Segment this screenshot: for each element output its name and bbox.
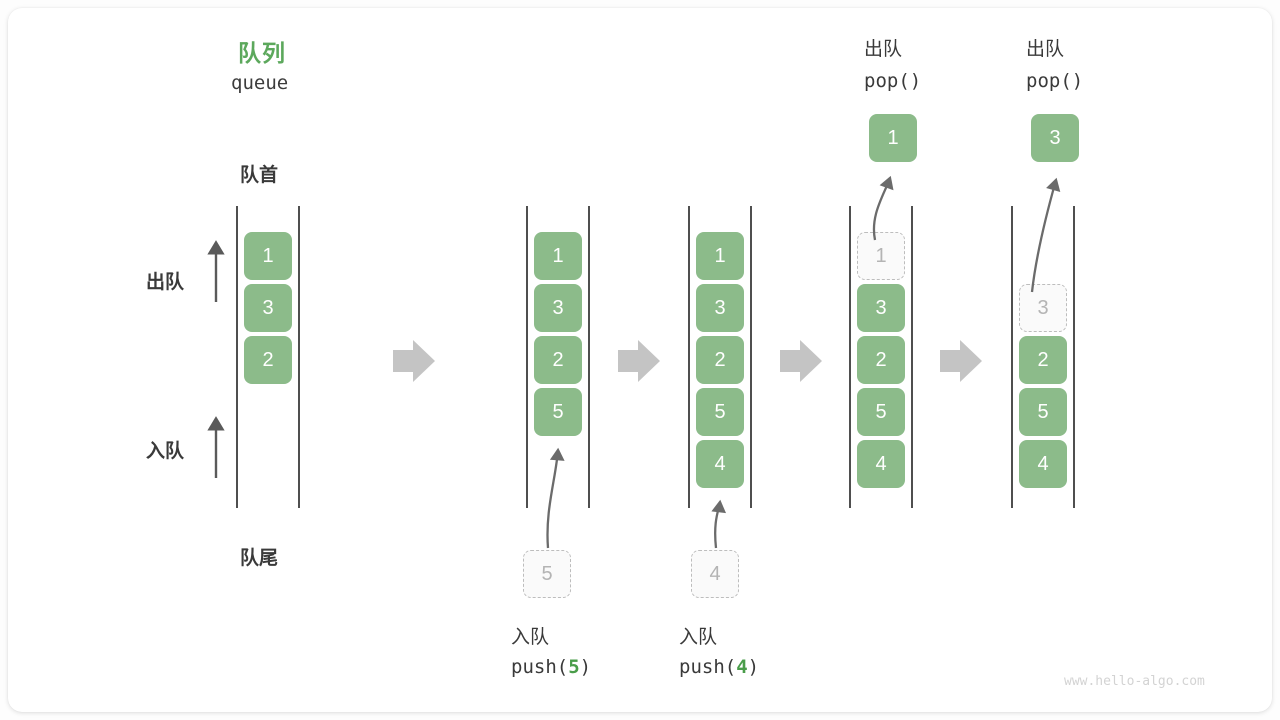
queue-title-en: queue — [231, 72, 289, 94]
queue-title-cn: 队列 — [238, 40, 286, 66]
ghost-cell-push: 4 — [691, 550, 739, 598]
queue-cell: 3 — [244, 284, 292, 332]
ghost-cell-popped: 3 — [1019, 284, 1067, 332]
queue-cell: 1 — [696, 232, 744, 280]
push-op-arg: 4 — [736, 656, 748, 678]
queue-cell: 3 — [534, 284, 582, 332]
pop-op-cn: 出队 — [1026, 39, 1065, 60]
queue-rail-right — [1073, 206, 1075, 508]
queue-cell: 4 — [1019, 440, 1067, 488]
queue-cell-new: 4 — [696, 440, 744, 488]
push-op-cn: 入队 — [679, 627, 718, 648]
dequeue-label: 出队 — [146, 272, 185, 293]
front-label: 队首 — [240, 165, 279, 186]
ghost-cell-popped: 1 — [857, 232, 905, 280]
queue-cell: 2 — [244, 336, 292, 384]
diagram-card — [8, 8, 1272, 712]
push-op-cn: 入队 — [511, 627, 550, 648]
pop-op-cn: 出队 — [864, 39, 903, 60]
push-op-code: push(4) — [679, 656, 759, 678]
push-op-code: push(5) — [511, 656, 591, 678]
push-op-suffix: ) — [747, 656, 760, 678]
push-op-prefix: push( — [679, 656, 737, 678]
pop-op-code: pop() — [864, 70, 922, 92]
push-op-prefix: push( — [511, 656, 569, 678]
queue-cell: 3 — [857, 284, 905, 332]
queue-cell: 1 — [244, 232, 292, 280]
queue-cell: 1 — [534, 232, 582, 280]
queue-cell: 2 — [857, 336, 905, 384]
queue-rail-left — [688, 206, 690, 508]
push-op-arg: 5 — [568, 656, 580, 678]
popped-value-cell: 3 — [1031, 114, 1079, 162]
watermark: www.hello-algo.com — [1064, 674, 1205, 689]
queue-cell: 2 — [696, 336, 744, 384]
queue-cell: 4 — [857, 440, 905, 488]
ghost-cell-push: 5 — [523, 550, 571, 598]
pop-op-code: pop() — [1026, 70, 1084, 92]
queue-cell: 3 — [696, 284, 744, 332]
popped-value-cell: 1 — [869, 114, 917, 162]
queue-rail-right — [298, 206, 300, 508]
queue-cell: 2 — [1019, 336, 1067, 384]
queue-rail-right — [911, 206, 913, 508]
rear-label: 队尾 — [240, 548, 279, 569]
queue-rail-left — [236, 206, 238, 508]
queue-cell-new: 5 — [534, 388, 582, 436]
queue-rail-right — [750, 206, 752, 508]
enqueue-label: 入队 — [146, 441, 185, 462]
queue-rail-right — [588, 206, 590, 508]
queue-cell: 5 — [857, 388, 905, 436]
queue-cell: 5 — [696, 388, 744, 436]
queue-rail-left — [849, 206, 851, 508]
queue-rail-left — [526, 206, 528, 508]
queue-rail-left — [1011, 206, 1013, 508]
queue-cell: 2 — [534, 336, 582, 384]
push-op-suffix: ) — [579, 656, 592, 678]
queue-cell: 5 — [1019, 388, 1067, 436]
